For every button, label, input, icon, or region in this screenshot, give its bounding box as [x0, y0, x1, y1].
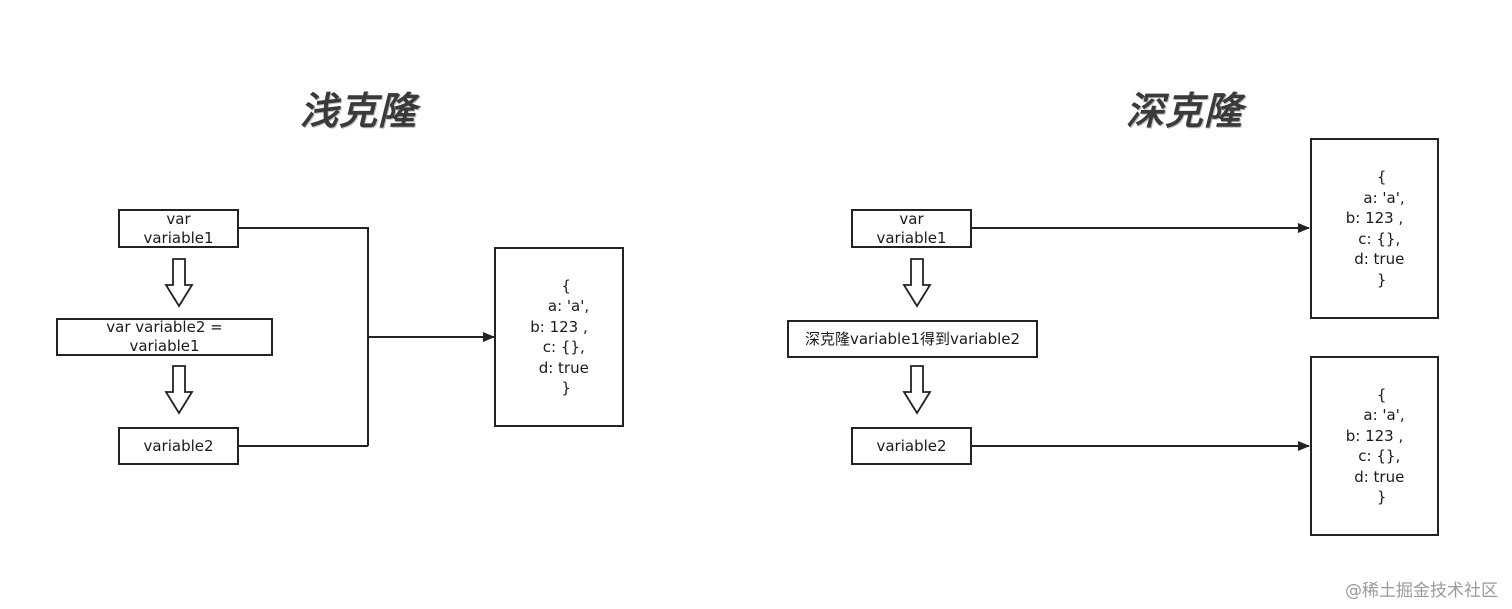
- deep-clone-title: 深克隆: [1126, 89, 1244, 133]
- deep-object1-literal: { a: 'a', b: 123 , c: {}, d: true }: [1345, 168, 1405, 289]
- shallow-var2-label: variable2: [143, 436, 214, 455]
- deep-var2-label: variable2: [876, 436, 947, 455]
- hollow-down-arrow-icon: [902, 258, 932, 308]
- shallow-connector-var1: [239, 227, 369, 446]
- hollow-down-arrow-icon: [164, 365, 194, 415]
- shallow-object-box: { a: 'a', b: 123 , c: {}, d: true }: [494, 247, 624, 427]
- hollow-down-arrow-icon: [902, 365, 932, 415]
- deep-object1-box: { a: 'a', b: 123 , c: {}, d: true }: [1310, 138, 1439, 319]
- deep-object2-box: { a: 'a', b: 123 , c: {}, d: true }: [1310, 356, 1439, 536]
- shallow-assign-label: var variable2 = variable1: [106, 318, 223, 355]
- deep-var1-label: var variable1: [876, 209, 947, 247]
- shallow-object-literal: { a: 'a', b: 123 , c: {}, d: true }: [530, 276, 590, 398]
- shallow-var1-box: var variable1: [118, 209, 239, 248]
- deep-action-label: 深克隆variable1得到variable2: [804, 329, 1021, 348]
- deep-var1-box: var variable1: [851, 209, 972, 248]
- shallow-assign-box: var variable2 = variable1: [56, 318, 273, 356]
- deep-action-box: 深克隆variable1得到variable2: [787, 320, 1038, 358]
- deep-object2-literal: { a: 'a', b: 123 , c: {}, d: true }: [1345, 385, 1405, 507]
- shallow-var2-box: variable2: [118, 427, 239, 465]
- watermark-text: @稀土掘金技术社区: [1345, 581, 1498, 601]
- shallow-clone-title: 浅克隆: [300, 89, 418, 133]
- shallow-var1-label: var variable1: [143, 209, 214, 247]
- deep-var2-box: variable2: [851, 427, 972, 465]
- hollow-down-arrow-icon: [164, 258, 194, 308]
